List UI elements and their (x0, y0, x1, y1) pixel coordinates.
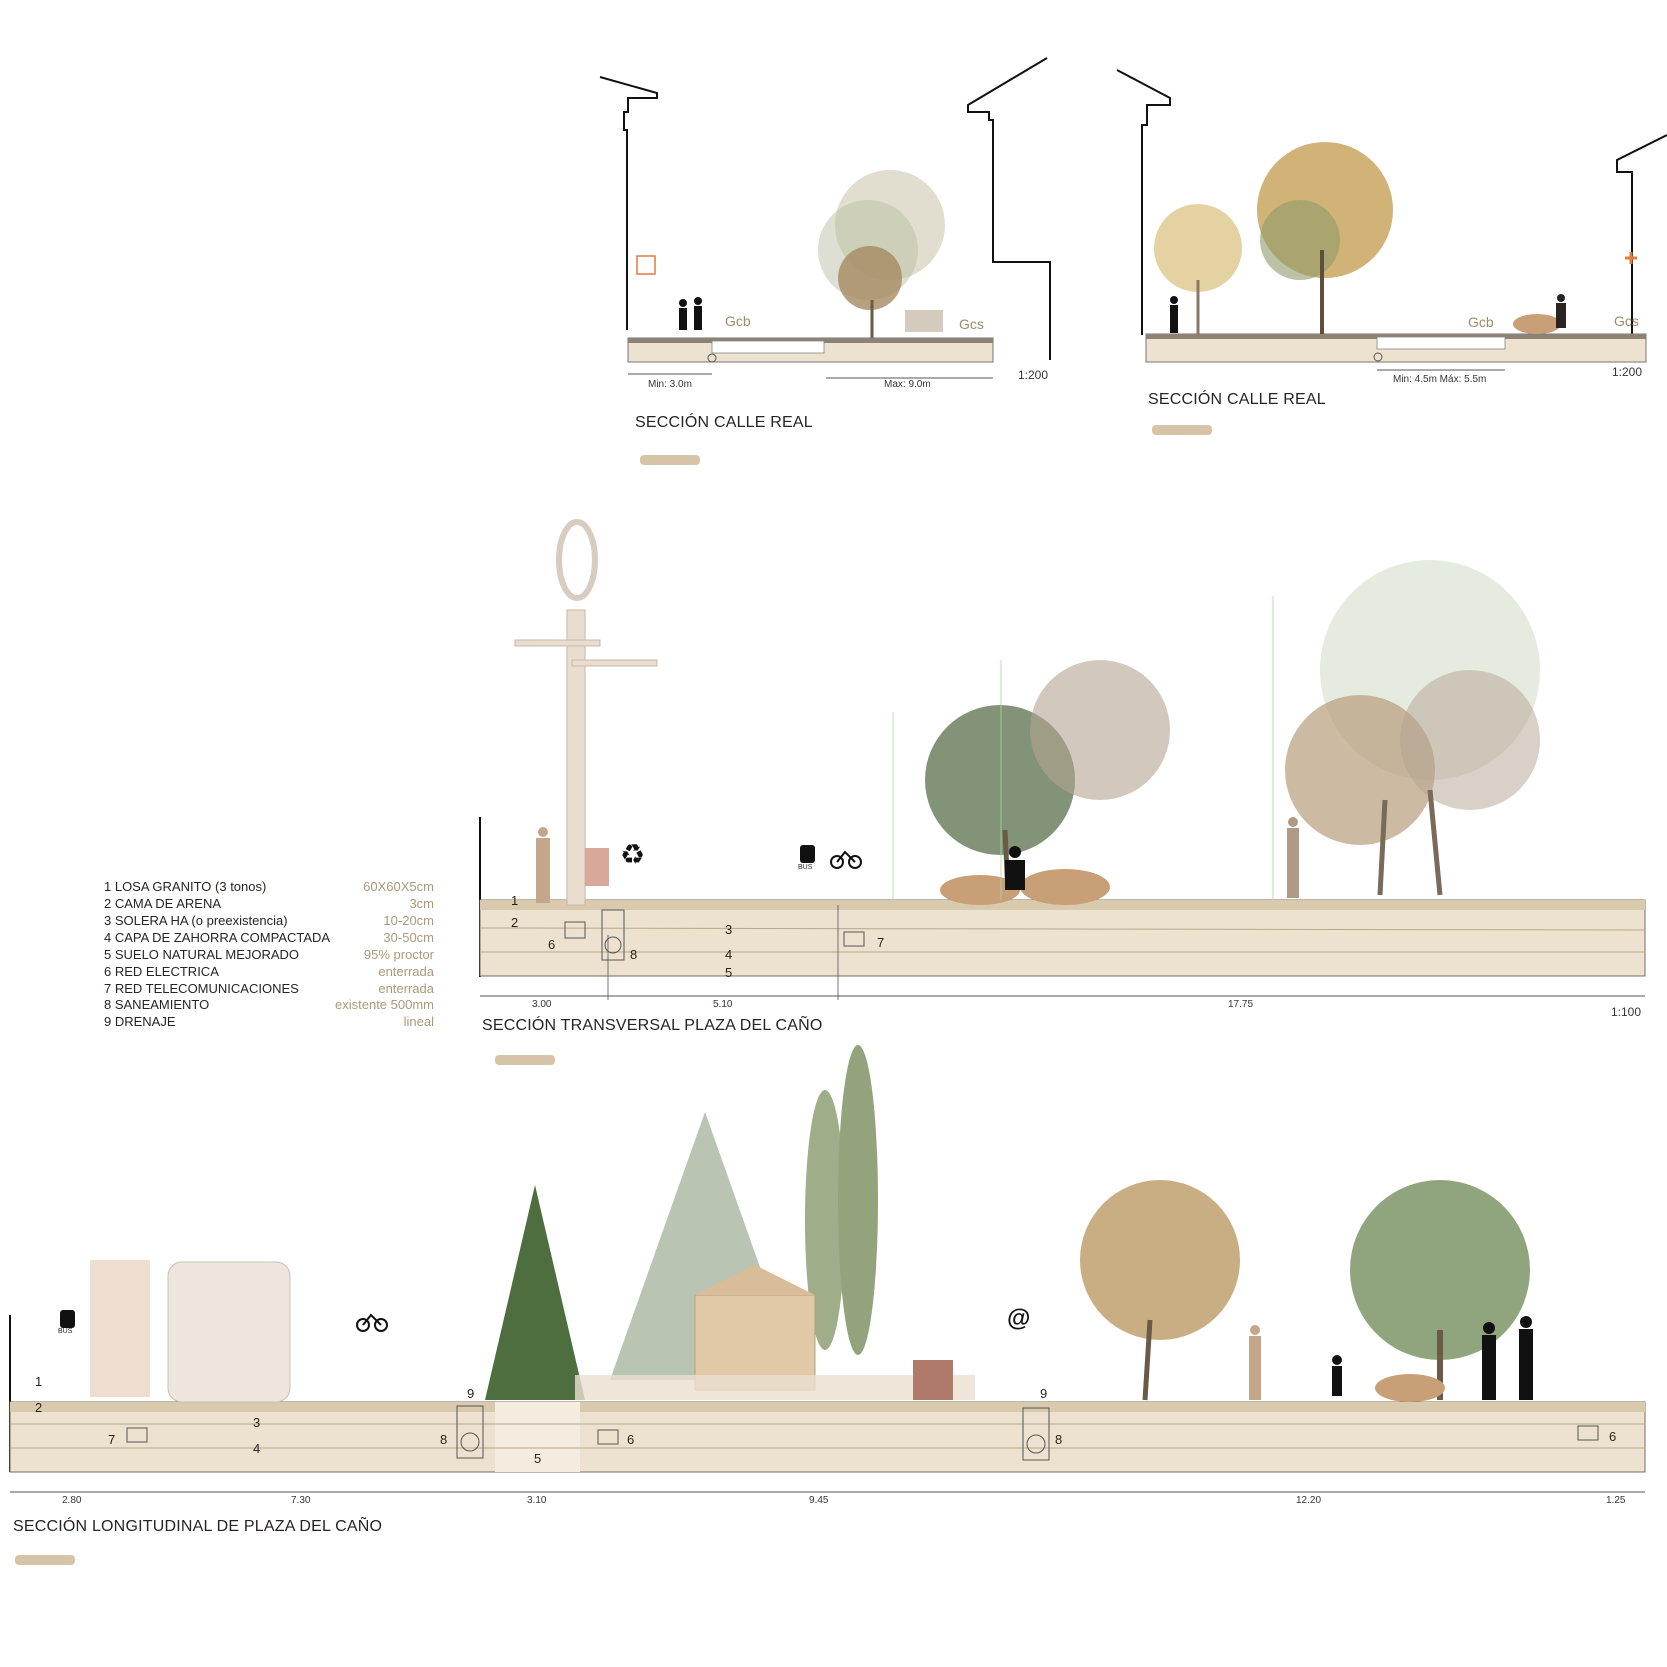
dimension-value: 3.10 (527, 1495, 547, 1506)
section-title-2: SECCIÓN CALLE REAL (1148, 391, 1326, 408)
recycle-icon: ♻ (620, 839, 646, 870)
calle-real-2-drawing (1116, 69, 1667, 371)
people-silhouettes (679, 297, 702, 330)
cross-sign-icon (1625, 252, 1637, 264)
layer-number: 2 (35, 1400, 43, 1415)
dimension-value: 9.45 (809, 1495, 829, 1506)
layer-number: 4 (725, 947, 733, 962)
ground-layers-long (9, 1401, 1646, 1473)
bus-icon-long (60, 1310, 75, 1328)
bus-icon (800, 845, 815, 863)
section-title: SECCIÓN CALLE REAL (635, 414, 813, 431)
lamp-post (514, 519, 658, 906)
fountain-structure (694, 1294, 816, 1391)
longitudinal-drawing (9, 1045, 1646, 1493)
layer-number: 5 (534, 1451, 542, 1466)
transversal-drawing (479, 519, 1646, 1000)
layer-number: 6 (548, 937, 556, 952)
legend-row: 3 SOLERA HA (o preexistencia)10-20cm (104, 913, 434, 928)
people-silhouettes-long (1332, 1316, 1533, 1400)
scale-label-3: 1:100 (1611, 1005, 1642, 1019)
layer-number: 6 (1609, 1429, 1617, 1444)
percent-sign-icon (636, 255, 656, 275)
layer-number: 7 (108, 1432, 116, 1447)
right-building-outline-2 (1616, 134, 1667, 335)
layer-number: 4 (253, 1441, 261, 1456)
gcb-label-2: Gcb (1468, 314, 1494, 330)
layer-number: 8 (630, 947, 638, 962)
scale-label: 1:200 (1018, 368, 1049, 382)
dim-range-label: Min: 4.5m Máx: 5.5m (1393, 374, 1487, 385)
layer-number: 3 (253, 1415, 261, 1430)
dimension-value: 17.75 (1228, 999, 1254, 1010)
scale-label-2: 1:200 (1612, 365, 1643, 379)
bicycle-icon-long (356, 1313, 388, 1332)
calle-real-1-drawing (599, 57, 1051, 379)
dimension-value: 2.80 (62, 1495, 82, 1506)
section-title-3: SECCIÓN TRANSVERSAL PLAZA DEL CAÑO (482, 1017, 823, 1034)
bicycle-icon (830, 850, 862, 869)
dimension-value: 1.25 (1606, 1495, 1626, 1506)
bus-vehicle (167, 1261, 291, 1403)
layer-number: 9 (1040, 1386, 1048, 1401)
gcs-label: Gcs (959, 316, 984, 332)
bus-shelter (90, 1260, 150, 1397)
dimension-value: 7.30 (291, 1495, 311, 1506)
ground-layers (479, 899, 1646, 977)
bus-label: BUS (798, 864, 813, 871)
layer-number: 8 (1055, 1432, 1063, 1447)
bus-label-long: BUS (58, 1328, 73, 1335)
gcs-label-2: Gcs (1614, 313, 1639, 329)
layer-number: 3 (725, 922, 733, 937)
layer-number: 7 (877, 935, 885, 950)
north-arrow-markers (15, 425, 1212, 1565)
left-building-outline-2 (1116, 69, 1171, 335)
layer-number: 5 (725, 965, 733, 980)
dim-max-label: Max: 9.0m (884, 379, 931, 390)
right-building-outline (967, 57, 1051, 360)
at-icon: @ (1007, 1305, 1031, 1332)
dim-min-label: Min: 3.0m (648, 379, 692, 390)
layer-number: 8 (440, 1432, 448, 1447)
left-building-outline (599, 76, 658, 330)
section-title-4: SECCIÓN LONGITUDINAL DE PLAZA DEL CAÑO (13, 1518, 383, 1535)
dimension-value: 5.10 (713, 999, 733, 1010)
gcb-label: Gcb (725, 313, 751, 329)
dimension-value: 12.20 (1296, 1495, 1322, 1506)
layer-number: 6 (627, 1432, 635, 1447)
layer-number: 1 (511, 893, 519, 908)
dimension-value: 3.00 (532, 999, 552, 1010)
layer-number: 2 (511, 915, 519, 930)
layer-number: 9 (467, 1386, 475, 1401)
layer-number: 1 (35, 1374, 43, 1389)
legend-row: 1 LOSA GRANITO (3 tonos)60X60X5cm (104, 879, 434, 894)
